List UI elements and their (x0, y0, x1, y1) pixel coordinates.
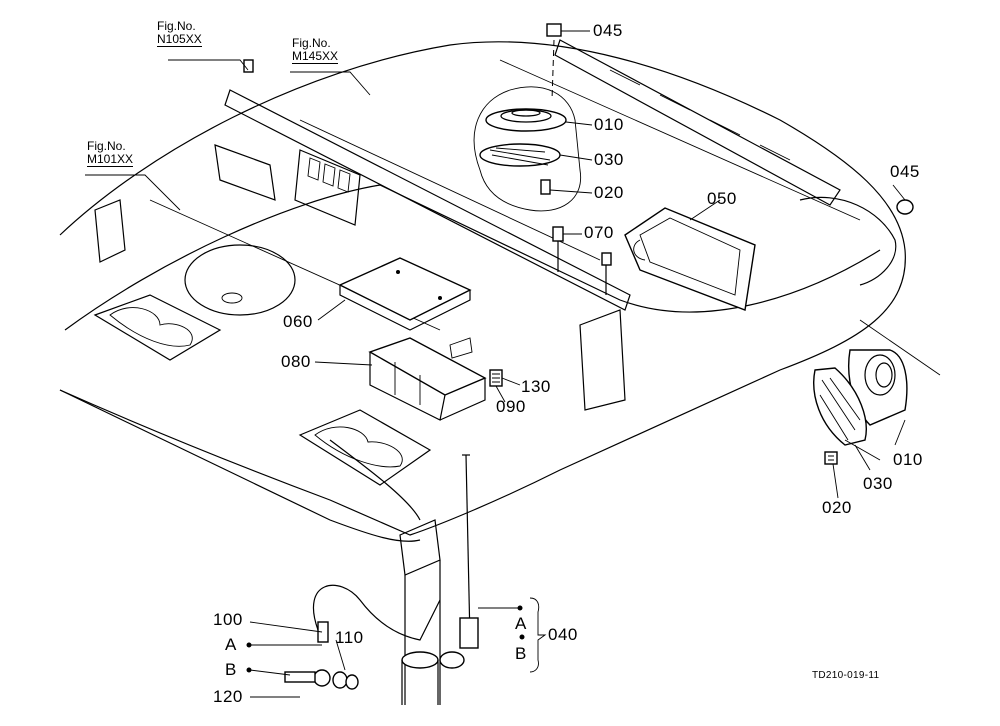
label-a-right: A (515, 614, 527, 633)
top-rail (224, 89, 631, 311)
roof-front-edge (59, 389, 421, 542)
speaker-010-right (848, 349, 908, 426)
label-080: 080 (281, 352, 311, 371)
label-030-top: 030 (594, 150, 624, 169)
label-050: 050 (707, 189, 737, 208)
label-060: 060 (283, 312, 313, 331)
label-090: 090 (496, 397, 526, 416)
fig-ref-prefix: Fig.No. (292, 36, 331, 50)
fig-ref-n105: Fig.No. N105XX (157, 20, 202, 47)
label-070: 070 (584, 223, 614, 242)
screw-rail (601, 252, 612, 266)
label-130: 130 (521, 377, 551, 396)
label-020-right: 020 (822, 498, 852, 517)
washer-small (345, 674, 359, 690)
screw-020-top (540, 179, 551, 195)
label-100: 100 (213, 610, 243, 629)
antenna-cable-100 (312, 584, 441, 641)
roof-inner-outline (64, 184, 881, 331)
label-b-left: B (225, 660, 237, 679)
roof-outer-outline (59, 41, 906, 536)
label-a-left: A (225, 635, 237, 654)
fig-ref-m101: Fig.No. M101XX (87, 139, 134, 167)
nut-045-top (546, 23, 562, 37)
bolt-120 (284, 671, 316, 683)
fig-ref-prefix: Fig.No. (157, 19, 196, 33)
pillar-bracket (579, 309, 626, 411)
antenna-mount (439, 651, 465, 669)
fig-ref-number: M101XX (87, 152, 134, 167)
radio-bezel-050 (624, 207, 756, 311)
cable-line (329, 439, 421, 521)
antenna-mast (465, 454, 471, 641)
speaker-010-top (485, 108, 567, 132)
cup-holder-left (93, 294, 222, 361)
fig-ref-m145: Fig.No. M145XX (292, 36, 339, 64)
nut-110 (313, 669, 331, 687)
screw-070 (552, 226, 564, 242)
label-010-right: 010 (893, 450, 923, 469)
fig-ref-number: N105XX (157, 32, 202, 47)
washer-110 (332, 671, 348, 689)
label-045-right: 045 (890, 162, 920, 181)
front-pillar (399, 519, 441, 576)
label-020-top: 020 (594, 183, 624, 202)
label-120: 120 (213, 687, 243, 706)
drawing-code: TD210-019-11 (812, 670, 880, 681)
bracket-080 (368, 337, 487, 396)
label-030-right: 030 (863, 474, 893, 493)
plate-060 (338, 257, 472, 321)
right-speaker-housing (799, 196, 897, 286)
label-040: 040 (548, 625, 578, 644)
left-bracket (214, 144, 276, 201)
top-speaker-group-outline (473, 86, 582, 212)
cup-holder-front (298, 409, 432, 486)
label-045-top: 045 (593, 21, 623, 40)
roof-rib-2 (299, 119, 601, 261)
fig-ref-number: M145XX (292, 49, 339, 64)
screw-left-rail (243, 59, 254, 73)
roof-oval-opening (184, 244, 296, 316)
cable-connector (317, 621, 329, 643)
antenna-base (459, 617, 479, 649)
label-b-right: B (515, 644, 527, 663)
nut-045-right (896, 199, 914, 215)
screw-020-right (824, 451, 838, 465)
right-rail (554, 39, 841, 206)
label-110: 110 (335, 628, 364, 647)
fig-ref-prefix: Fig.No. (87, 139, 126, 153)
label-010-top: 010 (594, 115, 624, 134)
vent-cluster (294, 149, 361, 226)
right-rail-slots (609, 69, 791, 161)
grommet (401, 651, 439, 669)
roof-rib-3 (499, 59, 861, 221)
